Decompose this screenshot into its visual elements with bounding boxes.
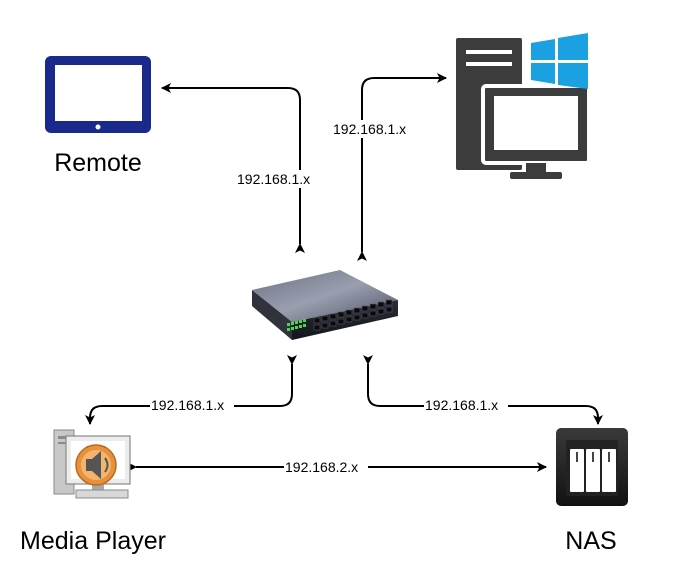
link-label-remote-switch: 192.168.1.x (237, 171, 310, 187)
link-nas-switch (363, 355, 603, 425)
monitor-icon (481, 84, 591, 179)
link-label-nas-switch: 192.168.1.x (425, 397, 498, 413)
remote-node: Remote (45, 56, 151, 177)
tablet-icon (45, 56, 151, 133)
link-label-pc-switch: 192.168.1.x (333, 121, 406, 137)
media-player-label: Media Player (20, 527, 166, 555)
nas-node: NAS (556, 428, 628, 555)
network-switch-icon (252, 270, 398, 340)
nas-label: NAS (565, 527, 616, 555)
switch-node (252, 270, 398, 340)
remote-label: Remote (54, 149, 142, 177)
speaker-icon (75, 444, 117, 486)
pc-node (456, 33, 591, 179)
link-pc-switch (357, 73, 447, 261)
link-label-media-switch: 192.168.1.x (151, 397, 224, 413)
link-media-switch (85, 355, 297, 425)
link-label-media-nas: 192.168.2.x (285, 459, 358, 475)
windows-logo-icon (531, 33, 588, 89)
link-remote-switch (161, 83, 305, 253)
nas-icon (556, 428, 628, 506)
link-labels: 192.168.1.x 192.168.1.x 192.168.1.x 192.… (150, 120, 508, 476)
media-player-node: Media Player (20, 429, 166, 555)
